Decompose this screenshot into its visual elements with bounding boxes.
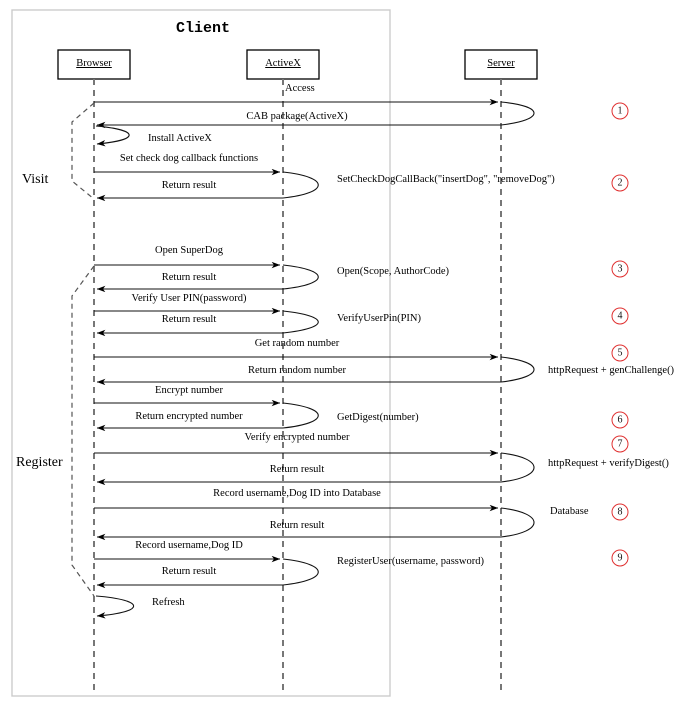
return-connector-2 bbox=[282, 171, 319, 199]
message-label: Return result bbox=[269, 464, 325, 475]
note-label: GetDigest(number) bbox=[337, 412, 419, 423]
return-connector-8 bbox=[500, 507, 535, 538]
step-badge-1: 1 bbox=[611, 102, 629, 120]
message-label: Install ActiveX bbox=[148, 133, 212, 144]
note-label: SetCheckDogCallBack("insertDog", "remove… bbox=[337, 174, 555, 185]
step-badge-2: 2 bbox=[611, 174, 629, 192]
step-badge-9: 9 bbox=[611, 549, 629, 567]
step-badge-7: 7 bbox=[611, 435, 629, 453]
return-connector-4 bbox=[282, 310, 319, 334]
message-label: Return result bbox=[161, 314, 217, 325]
note-label: httpRequest + genChallenge() bbox=[548, 365, 675, 376]
actor-label-server: Server bbox=[487, 58, 515, 69]
message-label: Return result bbox=[161, 566, 217, 577]
message-label: CAB package(ActiveX) bbox=[246, 111, 348, 122]
return-connector-6 bbox=[282, 402, 319, 429]
note-label: Database bbox=[550, 506, 589, 517]
step-badge-5: 5 bbox=[611, 344, 629, 362]
client-container-box bbox=[11, 9, 391, 697]
message-label: Record username,Dog ID bbox=[135, 540, 243, 551]
client-container-title: Client bbox=[175, 20, 231, 37]
message-label: Return result bbox=[269, 520, 325, 531]
return-connector-5 bbox=[500, 356, 535, 383]
actor-box-server bbox=[464, 49, 538, 80]
phase-bracket-register bbox=[71, 265, 95, 597]
message-label: Get random number bbox=[254, 338, 340, 349]
message-label: Refresh bbox=[152, 597, 185, 608]
actor-label-activex: ActiveX bbox=[265, 58, 301, 69]
message-label: Encrypt number bbox=[155, 385, 223, 396]
note-label: VerifyUserPin(PIN) bbox=[337, 313, 421, 324]
step-badge-4: 4 bbox=[611, 307, 629, 325]
message-label: Return encrypted number bbox=[135, 411, 243, 422]
phase-label-visit: Visit bbox=[22, 172, 49, 187]
message-label: Verify User PIN(password) bbox=[131, 293, 247, 304]
note-label: httpRequest + verifyDigest() bbox=[548, 458, 669, 469]
phase-label-register: Register bbox=[16, 455, 63, 470]
return-connector-9 bbox=[282, 558, 319, 586]
message-label: Return result bbox=[161, 272, 217, 283]
step-badge-6: 6 bbox=[611, 411, 629, 429]
note-label: Open(Scope, AuthorCode) bbox=[337, 266, 449, 277]
message-label: Verify encrypted number bbox=[244, 432, 350, 443]
step-badge-3: 3 bbox=[611, 260, 629, 278]
phase-bracket-visit bbox=[71, 102, 95, 200]
message-label: Open SuperDog bbox=[155, 245, 223, 256]
note-label: RegisterUser(username, password) bbox=[337, 556, 484, 567]
message-label: Return random number bbox=[248, 365, 346, 376]
selfcall-refresh bbox=[95, 595, 134, 619]
actor-label-browser: Browser bbox=[76, 58, 112, 69]
message-label: Record username,Dog ID into Database bbox=[213, 488, 381, 499]
step-badge-8: 8 bbox=[611, 503, 629, 521]
message-label: Set check dog callback functions bbox=[119, 153, 259, 164]
return-connector-7 bbox=[500, 452, 535, 483]
message-label: Return result bbox=[161, 180, 217, 191]
selfcall-install-activex bbox=[95, 125, 130, 147]
return-connector-3 bbox=[282, 264, 319, 290]
return-connector-1 bbox=[500, 101, 535, 126]
message-label: Access bbox=[285, 83, 315, 94]
